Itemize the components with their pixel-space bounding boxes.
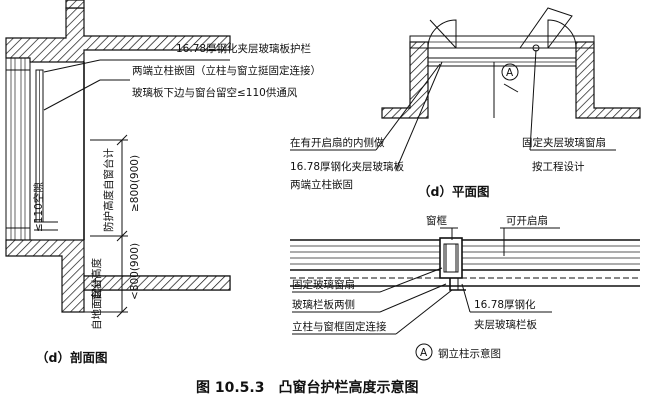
detail-marker-a-text: A	[420, 347, 428, 359]
door-swing-left	[427, 19, 457, 49]
detail-label-glass-1: 16.78厚钢化	[474, 298, 536, 311]
detail-marker-a	[415, 343, 433, 361]
detail-label-both-sides: 玻璃栏板两侧	[292, 298, 355, 311]
label-posts: 两端立柱嵌固（立柱与窗立挺固定连接）	[132, 64, 321, 77]
plan-view: A 在有开启扇的内侧做 16.78厚钢化夹层玻璃板 两端立柱嵌固 固定夹层玻璃窗…	[290, 7, 641, 199]
plan-label-inner: 在有开启扇的内侧做	[290, 136, 385, 149]
detail-label-post-fix: 立柱与窗框固定连接	[292, 320, 387, 333]
floor-slab	[83, 275, 231, 291]
plan-caption: （d）平面图	[418, 184, 489, 199]
label-gap: ≤110空隙	[32, 182, 45, 232]
label-railing: 16.78厚钢化夹层玻璃板护栏	[176, 42, 311, 55]
plan-wall-right	[575, 41, 641, 119]
label-guard-height: 防护高度自窗台计	[102, 148, 115, 232]
window-frame	[5, 57, 31, 241]
detail-label-frame: 窗框	[426, 214, 447, 227]
plan-marker-a-text: A	[506, 67, 514, 79]
detail-a: 窗框 可开启扇 固定玻璃窗扇 玻璃栏板两侧 立柱与窗框固定连接 16.78厚钢化…	[290, 214, 640, 361]
section-caption: （d）剖面图	[36, 350, 107, 365]
label-gap-vent: 玻璃板下边与窗台留空≤110供通风	[132, 86, 298, 99]
figure-caption: 图 10.5.3 凸窗台护栏高度示意图	[196, 379, 418, 396]
plan-label-glass: 16.78厚钢化夹层玻璃板	[290, 160, 405, 173]
detail-label-glass-2: 夹层玻璃栏板	[474, 318, 537, 331]
plan-label-fixed-window: 固定夹层玻璃窗扇	[522, 136, 606, 149]
label-sill-height: 窗台高度	[90, 258, 103, 300]
section-view: 16.78厚钢化夹层玻璃板护栏 两端立柱嵌固（立柱与窗立挺固定连接） 玻璃板下边…	[5, 0, 321, 365]
plan-marker-a	[501, 63, 519, 81]
dim-lower: <800(900)	[129, 243, 141, 300]
detail-caption: 钢立柱示意图	[438, 347, 501, 360]
plan-label-by-design: 按工程设计	[532, 160, 585, 173]
upper-wall	[65, 0, 85, 9]
plan-wall-left	[381, 41, 429, 119]
plan-label-posts: 两端立柱嵌固	[290, 178, 353, 191]
detail-label-openable: 可开启扇	[506, 214, 548, 227]
label-ground: 自地面起计	[90, 277, 103, 330]
dim-upper: ≥800(900)	[129, 155, 141, 212]
door-swing-right	[547, 19, 577, 49]
detail-label-fixed-sash: 固定玻璃窗扇	[292, 278, 355, 291]
